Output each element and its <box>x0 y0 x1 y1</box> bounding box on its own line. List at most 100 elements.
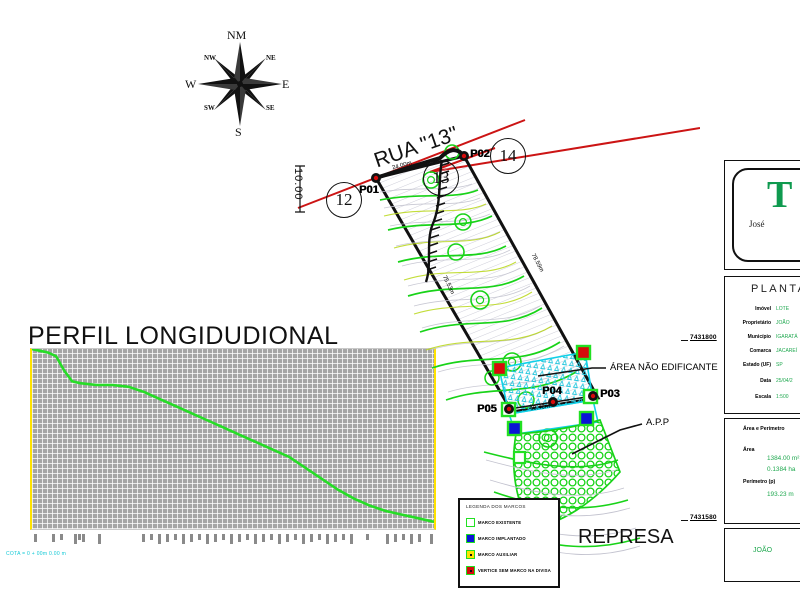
info-value-imovel: LOTE <box>776 306 790 312</box>
compass-label-southwest: SW <box>204 104 215 112</box>
lot-number-14: 14 <box>490 138 526 174</box>
legend-swatch-marco-auxiliar <box>466 550 475 559</box>
perimeter-key: Perímetro (p) <box>743 479 776 485</box>
compass-label-northeast: NE <box>266 54 276 62</box>
lot-number-13: 13 <box>423 160 459 196</box>
legend-text-0: MARCO EXISTENTE <box>478 520 522 525</box>
area-section-title: Área e Perímetro <box>743 426 785 432</box>
grid-coordinate-north-2: 7431580 <box>690 514 717 521</box>
info-key-proprietario: Proprietário <box>742 320 771 326</box>
station-stake <box>206 534 209 544</box>
station-stake <box>158 534 161 544</box>
station-stake <box>394 534 397 542</box>
station-stake <box>410 534 413 544</box>
compass-label-northwest: NW <box>204 54 217 62</box>
station-stake <box>222 534 225 540</box>
station-stake <box>60 534 63 540</box>
station-stake <box>294 534 297 540</box>
title-block-info-panel: PLANTA Imóvel LOTE Proprietário JOÃO Mun… <box>724 276 800 414</box>
station-stake <box>418 534 421 542</box>
profile-terrain-line <box>32 349 434 524</box>
info-row-estado: Estado (UF) SP <box>725 361 800 369</box>
station-stake <box>142 534 145 542</box>
legend-text-2: MARCO AUXILIAR <box>478 552 518 557</box>
info-value-estado: SP <box>776 362 783 368</box>
compass-label-west: W <box>185 77 197 91</box>
station-stake <box>430 534 433 544</box>
grid-tick-1 <box>681 340 688 341</box>
legend-item-3: VERTICE SEM MARCO NA DIVISA <box>466 566 551 575</box>
area-value-ha: 0.1384 ha <box>767 466 796 473</box>
info-value-comarca: JACAREÍ <box>776 348 798 354</box>
info-value-municipio: IGARATÁ <box>776 334 798 340</box>
vertex-label-p04: P04 <box>542 385 562 397</box>
station-stake <box>214 534 217 542</box>
compass-label-southeast: SE <box>266 104 275 112</box>
info-value-proprietario: JOÃO <box>776 320 790 326</box>
station-stake <box>82 534 85 542</box>
legend-swatch-marco-existente <box>466 518 475 527</box>
station-stake <box>52 534 55 542</box>
legend-swatch-marco-implantado <box>466 534 475 543</box>
station-stake <box>182 534 185 544</box>
annotation-app: A.P.P <box>646 417 670 428</box>
legend-swatch-vertice-sem-marco <box>466 566 475 575</box>
vertex-label-p01: P01 <box>359 184 379 196</box>
station-stake <box>302 534 305 544</box>
annotation-area-nao-edificante: ÁREA NÃO EDIFICANTE <box>610 362 718 373</box>
legend-box: LEGENDA DOS MARCOS MARCO EXISTENTE MARCO… <box>458 498 560 588</box>
station-stake <box>286 534 289 542</box>
station-stake <box>230 534 233 544</box>
info-row-data: Data 25/04/2 <box>725 377 800 385</box>
title-block-logo-panel: T José <box>724 160 800 270</box>
info-value-data: 25/04/2 <box>776 378 793 384</box>
compass-rose: NM E S W NE SE SW NW <box>180 22 300 142</box>
vertex-label-p02: P02 <box>470 148 490 160</box>
lot-number-12: 12 <box>326 182 362 218</box>
info-key-data: Data <box>760 378 771 384</box>
plan-geometry <box>295 119 701 556</box>
legend-text-3: VERTICE SEM MARCO NA DIVISA <box>478 568 551 573</box>
station-stake <box>166 534 169 542</box>
title-block: T José PLANTA Imóvel LOTE Proprietário J… <box>724 160 800 582</box>
survey-plan-artwork: 12 13 14 P01 P02 P03 P04 P05 ÁREA NÃO ED… <box>280 100 718 580</box>
compass-rose-icon <box>198 42 282 126</box>
station-stake <box>318 534 321 540</box>
station-stake <box>402 534 405 540</box>
station-stake <box>198 534 201 540</box>
station-stake <box>326 534 329 544</box>
station-stake <box>278 534 281 544</box>
station-stake <box>74 534 77 544</box>
info-key-comarca: Comarca <box>749 348 771 354</box>
info-row-imovel: Imóvel LOTE <box>725 305 800 313</box>
title-block-signature-panel: JOÃO <box>724 528 800 582</box>
station-stake <box>174 534 177 540</box>
info-value-escala: 1:500 <box>776 394 789 400</box>
station-stake <box>334 534 337 542</box>
legend-text-1: MARCO IMPLANTADO <box>478 536 526 541</box>
logo-rounded-frame <box>732 168 800 262</box>
profile-note: COTA = 0 + 00m 0.00 m <box>6 551 67 557</box>
signature-value: JOÃO <box>753 547 773 554</box>
grid-coordinate-north-1: 7431800 <box>690 334 717 341</box>
info-row-escala: Escala 1:500 <box>725 393 800 401</box>
station-stake <box>98 534 101 544</box>
info-key-escala: Escala <box>755 394 771 400</box>
compass-label-east: E <box>282 77 290 91</box>
station-stake <box>238 534 241 542</box>
vertex-label-p03: P03 <box>600 388 620 400</box>
perimeter-value: 193.23 m <box>767 491 794 498</box>
station-stake <box>190 534 193 542</box>
legend-item-2: MARCO AUXILIAR <box>466 550 517 559</box>
profile-chart-title: PERFIL LONGIDUDIONAL <box>28 322 339 350</box>
station-stake <box>254 534 257 544</box>
profile-station-markers <box>30 534 434 546</box>
area-value-m2: 1384.00 m² <box>767 455 800 462</box>
legend-title: LEGENDA DOS MARCOS <box>466 504 526 509</box>
info-row-comarca: Comarca JACAREÍ <box>725 347 800 355</box>
station-stake <box>78 534 81 540</box>
station-stake <box>246 534 249 540</box>
station-stake <box>34 534 37 542</box>
street-offset-dimension: 10.00 <box>292 168 304 201</box>
info-row-municipio: Município IGARATÁ <box>725 333 800 341</box>
